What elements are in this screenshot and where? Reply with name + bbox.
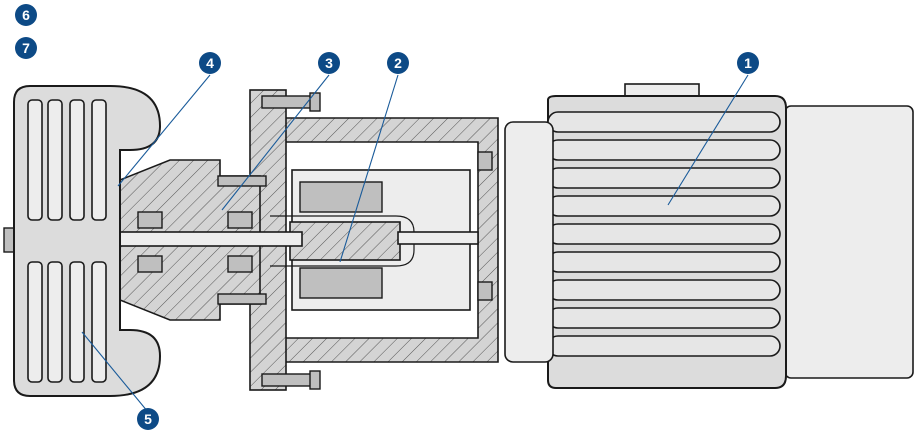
leader-4 (117, 74, 211, 187)
callout-4-label: 4 (206, 55, 214, 71)
motor-adapter-bolt-bottom (477, 281, 493, 301)
callout-7-label: 7 (22, 40, 30, 56)
callout-2-label: 2 (394, 55, 402, 71)
callout-7: 7 (15, 37, 37, 59)
motor-flange (504, 121, 554, 363)
callout-6-label: 6 (22, 7, 30, 23)
callout-3: 3 (318, 52, 340, 74)
magnet-assembly (270, 181, 479, 299)
callout-2: 2 (387, 52, 409, 74)
bracket-bolt-bottom (261, 373, 315, 387)
bracket-nut-top (309, 92, 321, 112)
bearing-bottom-2 (227, 255, 253, 273)
callout-5: 5 (137, 408, 159, 430)
leader-2 (339, 74, 399, 263)
callout-5-label: 5 (144, 411, 152, 427)
impeller-vanes (27, 99, 107, 383)
leader-lines (81, 74, 749, 413)
motor-adapter-bolt-top (477, 151, 493, 171)
motor (504, 83, 914, 389)
drive-shaft (397, 231, 479, 245)
pump-casing (13, 85, 162, 397)
leader-5 (81, 331, 149, 413)
housing-bolt-bottom (217, 293, 267, 305)
callout-1-label: 1 (744, 55, 752, 71)
leader-3 (221, 74, 330, 211)
motor-fan-cover (784, 105, 914, 379)
bearing-top (137, 211, 163, 229)
outer-magnet-bottom (299, 267, 383, 299)
outer-magnet-top (299, 181, 383, 213)
bearing-top-2 (227, 211, 253, 229)
bracket-nut-bottom (309, 370, 321, 390)
leader-1 (667, 74, 749, 206)
bearing-bottom (137, 255, 163, 273)
bracket-bolt-top (261, 95, 315, 109)
housing-bolt-top (217, 175, 267, 187)
callout-6: 6 (15, 4, 37, 26)
callout-1: 1 (737, 52, 759, 74)
inner-magnet (289, 221, 401, 261)
callout-3-label: 3 (325, 55, 333, 71)
motor-cooling-ribs (547, 111, 781, 357)
callout-4: 4 (199, 52, 221, 74)
